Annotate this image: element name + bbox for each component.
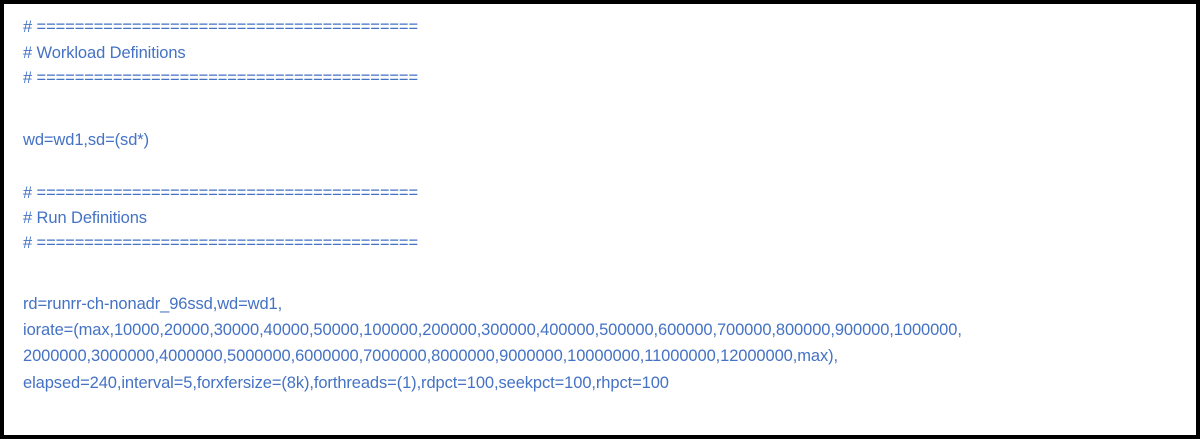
workload-definitions-heading: # Workload Definitions bbox=[23, 44, 186, 62]
run-parameters-line: elapsed=240,interval=5,forxfersize=(8k),… bbox=[23, 374, 669, 392]
run-definitions-heading: # Run Definitions bbox=[23, 209, 147, 227]
workload-definition: wd=wd1,sd=(sd*) bbox=[23, 131, 149, 149]
iorate-line: iorate=(max,10000,20000,30000,40000,5000… bbox=[23, 321, 962, 339]
separator-line: # ======================================… bbox=[23, 18, 418, 36]
iorate-continuation-line: 2000000,3000000,4000000,5000000,6000000,… bbox=[23, 347, 838, 365]
separator-line: # ======================================… bbox=[23, 184, 418, 202]
run-definition-line: rd=runrr-ch-nonadr_96ssd,wd=wd1, bbox=[23, 295, 283, 313]
separator-line: # ======================================… bbox=[23, 69, 418, 87]
separator-line: # ======================================… bbox=[23, 234, 418, 252]
